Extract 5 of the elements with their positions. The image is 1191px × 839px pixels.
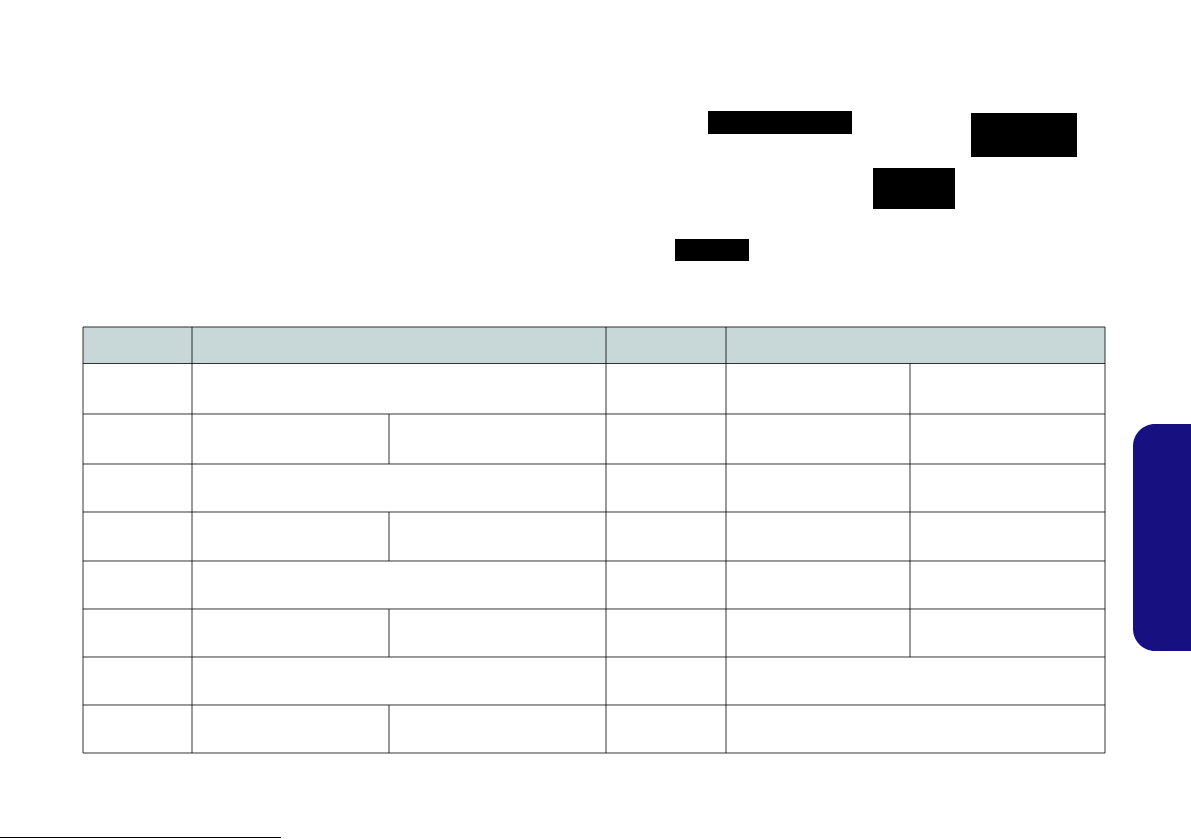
redaction-bar xyxy=(971,113,1077,157)
side-tab xyxy=(1133,424,1191,651)
redaction-bar xyxy=(873,168,955,209)
redaction-bar xyxy=(675,239,749,261)
redaction-bar xyxy=(708,111,852,134)
